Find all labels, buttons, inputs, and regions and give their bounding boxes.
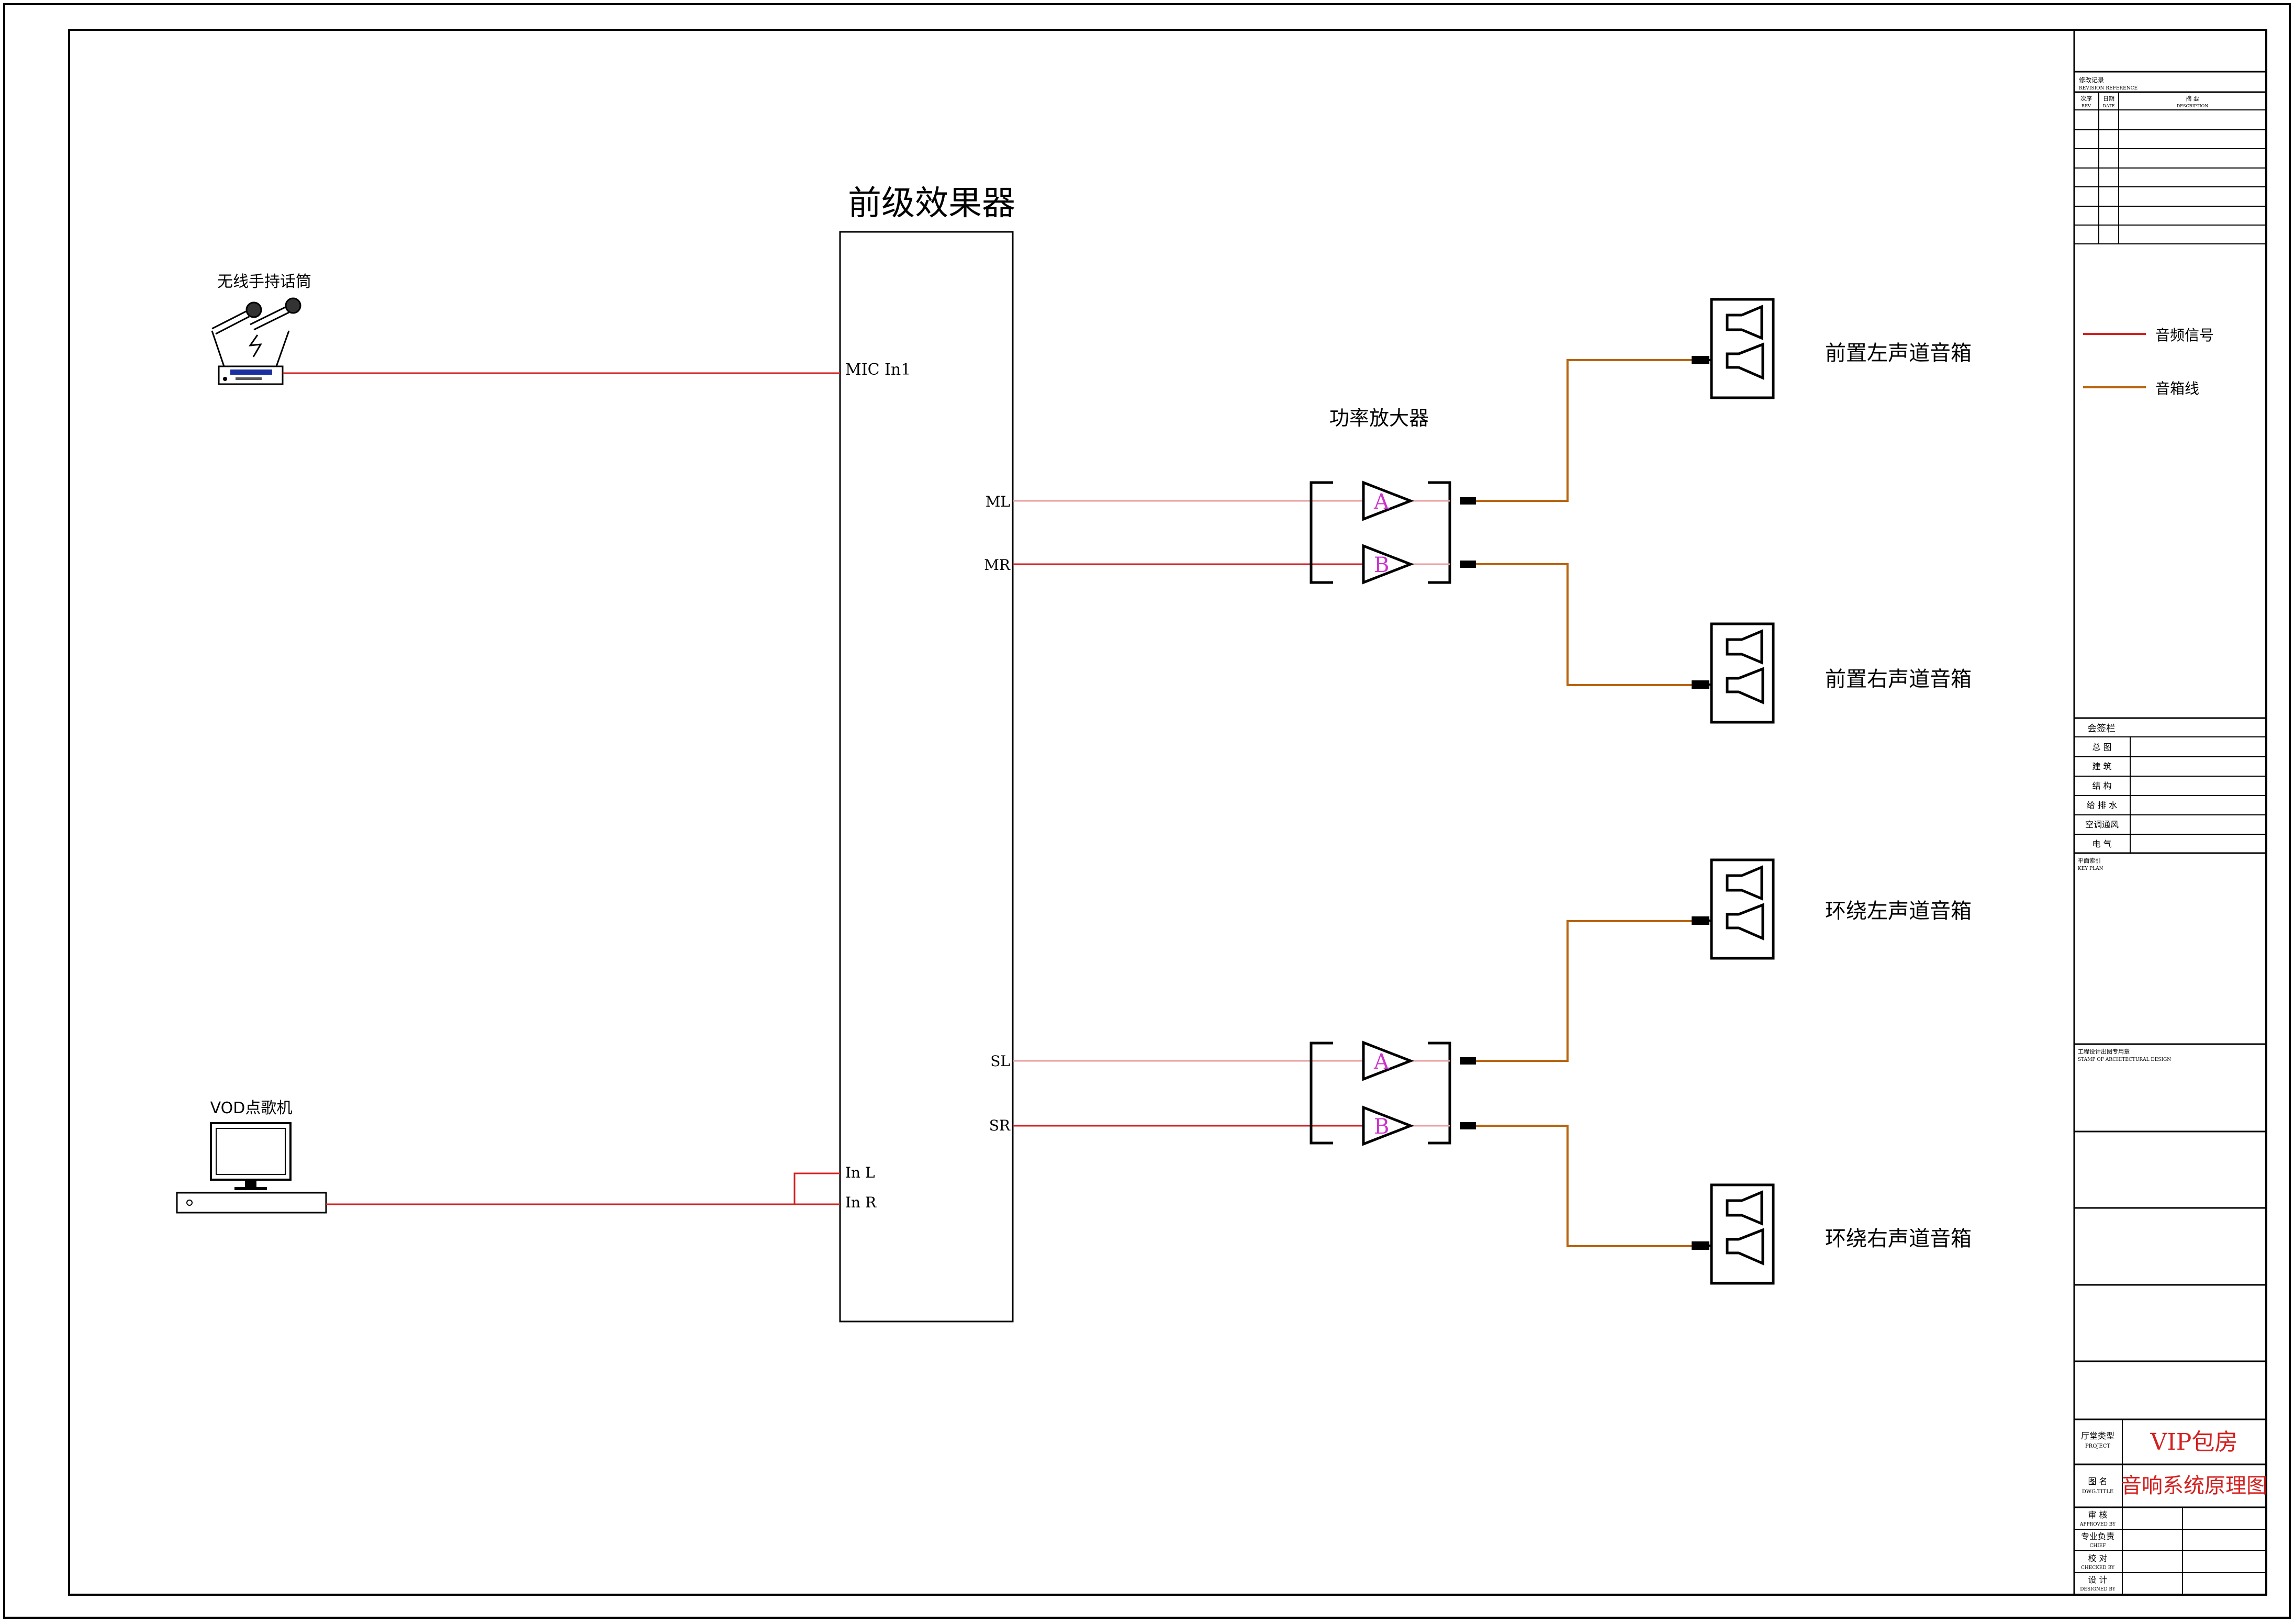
wire-in-l-branch <box>793 1172 840 1204</box>
title-block-text: 修改记录 REVISION REFERENCE 次序 REV 日期 DATE 摘… <box>2078 76 2267 1592</box>
amp-channel-b: B <box>1374 1115 1389 1139</box>
approval-row: 设 计 <box>2088 1575 2107 1585</box>
mic-label: 无线手持话筒 <box>217 273 311 291</box>
key-plan: 平面索引 <box>2078 857 2101 864</box>
amp-triangle-b <box>1362 1105 1414 1146</box>
amp-triangle-a <box>1362 480 1414 521</box>
approval-row-en: CHIEF <box>2089 1543 2106 1549</box>
wire-surround-left <box>1476 920 1692 1062</box>
wire-front-right <box>1476 563 1692 686</box>
port-sr: SR <box>989 1117 1011 1134</box>
speaker-icon-surround-right <box>1692 1183 1775 1285</box>
amp-channel-a: A <box>1373 490 1390 514</box>
dwg-label-en: DWG.TITLE <box>2082 1489 2113 1495</box>
approval-row-en: APPROVED BY <box>2079 1522 2116 1527</box>
signoff-row: 建 筑 <box>2092 761 2111 771</box>
amp-triangle-a <box>1362 1040 1414 1081</box>
stamp: 工程设计出图专用章 <box>2078 1048 2130 1055</box>
key-plan-en: KEY PLAN <box>2078 866 2103 871</box>
preamp-box <box>839 231 1014 1323</box>
speaker-wires <box>1476 359 1692 1247</box>
vod-unit <box>176 1192 327 1214</box>
signoff-title: 会签栏 <box>2087 723 2116 734</box>
wire-surround-right <box>1476 1125 1692 1247</box>
preamp-title: 前级效果器 <box>848 184 1015 223</box>
date-col: 日期 <box>2103 95 2114 102</box>
legend-speaker-wire: 音箱线 <box>2155 380 2199 397</box>
signal-bolt-icon <box>248 334 262 357</box>
legend: 音频信号 音箱线 <box>2083 327 2214 397</box>
dwg-label: 图 名 <box>2088 1476 2107 1486</box>
desc-col-en: DESCRIPTION <box>2177 104 2208 108</box>
amp-out-connector <box>1460 561 1476 568</box>
amp-out-connector <box>1460 1057 1476 1065</box>
amp-out-connector <box>1460 1122 1476 1129</box>
drawing-frame <box>68 29 2267 1596</box>
legend-audio-signal: 音频信号 <box>2155 327 2214 344</box>
rev-col-en: REV <box>2082 104 2091 108</box>
amp-triangle-b <box>1362 544 1414 585</box>
speaker-label-surround-right: 环绕右声道音箱 <box>1825 1227 1972 1251</box>
power-amp-front: A B <box>1310 480 1476 585</box>
signoff-row: 空调通风 <box>2085 820 2119 830</box>
amp-out-connector <box>1460 497 1476 505</box>
signoff-row: 给 排 水 <box>2087 800 2117 810</box>
signoff-row: 结 构 <box>2092 781 2111 791</box>
project-label-en: PROJECT <box>2085 1443 2110 1449</box>
speaker-icon-surround-left <box>1692 858 1775 960</box>
speaker-label-front-left: 前置左声道音箱 <box>1825 341 1972 365</box>
audio-signal-wires <box>283 372 1413 1205</box>
speaker-label-surround-left: 环绕左声道音箱 <box>1825 899 1972 923</box>
title-block <box>2073 30 2266 1595</box>
approval-row: 审 核 <box>2088 1510 2107 1520</box>
speaker-icon-front-right <box>1692 622 1775 724</box>
sheet-outer-border <box>3 3 2291 1619</box>
approval-row-en: DESIGNED BY <box>2080 1587 2116 1592</box>
amp-label: 功率放大器 <box>1329 407 1429 430</box>
port-in-l: In L <box>845 1164 875 1181</box>
receiver-body <box>218 365 284 385</box>
wireless-mic-receiver: 无线手持话筒 <box>211 273 311 385</box>
port-ml: ML <box>986 493 1010 510</box>
microphone-icon <box>211 297 301 335</box>
port-sl: SL <box>990 1052 1010 1070</box>
rev-col: 次序 <box>2080 95 2092 102</box>
stamp-en: STAMP OF ARCHITECTURAL DESIGN <box>2078 1057 2171 1062</box>
speaker-icon-front-left <box>1692 298 1775 399</box>
project-label: 厅堂类型 <box>2081 1431 2114 1441</box>
dwg-value: 音响系统原理图 <box>2121 1474 2267 1498</box>
desc-col: 摘 要 <box>2186 95 2199 102</box>
preamp-block: 前级效果器 MIC In1 ML MR SL SR In L In R <box>839 184 1015 1323</box>
approval-row-en: CHECKED BY <box>2081 1565 2115 1571</box>
project-value: VIP包房 <box>2150 1429 2238 1455</box>
approval-row: 校 对 <box>2088 1553 2107 1563</box>
power-amp-surround: A B <box>1310 1040 1476 1146</box>
date-col-en: DATE <box>2103 104 2115 108</box>
port-mr: MR <box>984 556 1011 574</box>
amp-channel-a: A <box>1373 1050 1390 1074</box>
amp-channel-b: B <box>1374 553 1389 577</box>
vod-player: VOD点歌机 <box>176 1099 327 1214</box>
revision-title-en: REVISION REFERENCE <box>2079 86 2138 91</box>
speakers-group <box>1692 298 1775 1285</box>
vod-label: VOD点歌机 <box>210 1099 293 1117</box>
port-mic-in: MIC In1 <box>845 361 911 379</box>
speaker-label-front-right: 前置右声道音箱 <box>1825 667 1972 691</box>
port-in-r: In R <box>845 1194 877 1211</box>
revision-title: 修改记录 <box>2079 76 2104 84</box>
signoff-row: 电 气 <box>2092 839 2111 849</box>
signoff-row: 总 图 <box>2092 742 2111 752</box>
approval-row: 专业负责 <box>2081 1531 2114 1541</box>
wire-front-left <box>1476 359 1692 502</box>
